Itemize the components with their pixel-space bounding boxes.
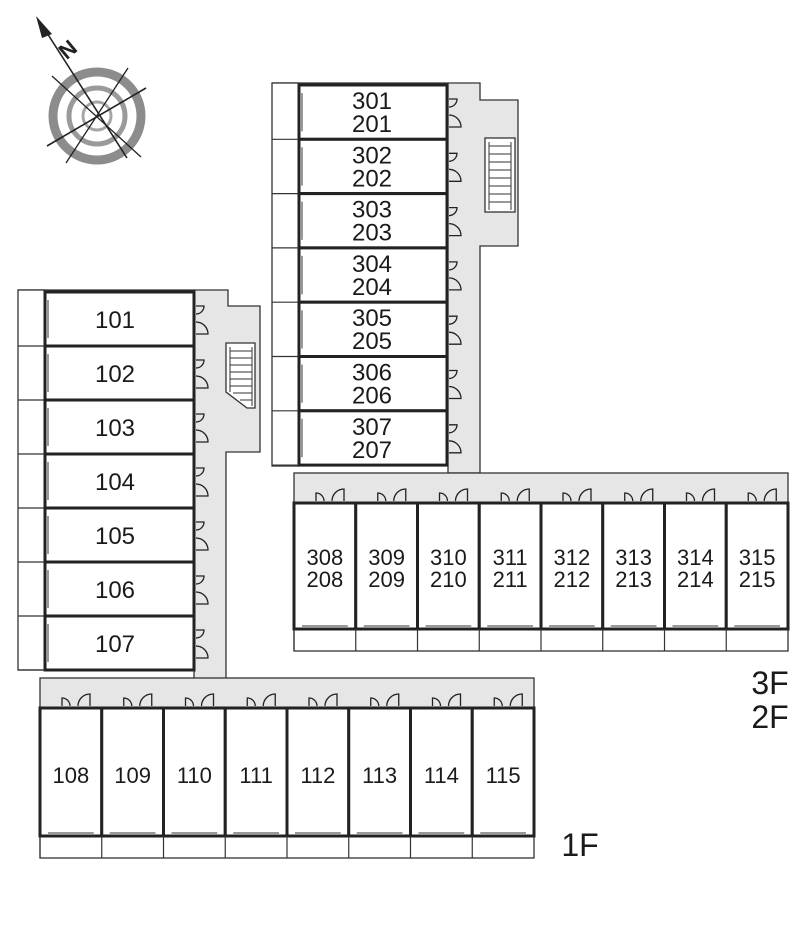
- unit-number-upper: 310: [430, 545, 467, 570]
- unit-number-upper: 312: [554, 545, 591, 570]
- unit-number: 101: [95, 307, 135, 334]
- unit-number-lower: 202: [352, 165, 392, 192]
- unit-cell: 106: [18, 560, 209, 618]
- east-wing-block: 3082083092093102103112113122123132133142…: [292, 472, 790, 652]
- unit-number-upper: 315: [739, 545, 776, 570]
- unit-number-lower: 203: [352, 220, 392, 247]
- unit-cell: 112: [285, 693, 351, 858]
- unit-cell: 108: [38, 693, 104, 858]
- unit-number-lower: 211: [493, 567, 528, 592]
- unit-number-upper: 311: [493, 545, 528, 570]
- unit-number-lower: 214: [677, 567, 714, 592]
- unit-number: 103: [95, 415, 135, 442]
- stairs-north: [484, 137, 516, 213]
- north-wing-block: 3012013022023032033042043052053062063072…: [271, 82, 519, 474]
- floor-label-1f: 1F: [561, 827, 598, 863]
- unit-cell: 107: [18, 614, 209, 672]
- unit-number-upper: 307: [352, 414, 392, 441]
- unit-number-lower: 212: [554, 567, 591, 592]
- unit-number-lower: 215: [739, 567, 776, 592]
- unit-number-upper: 308: [307, 545, 344, 570]
- unit-number: 115: [486, 763, 521, 788]
- unit-number-upper: 302: [352, 142, 392, 169]
- unit-number-lower: 210: [430, 567, 467, 592]
- unit-number: 112: [300, 763, 335, 788]
- west-wing-block: 101 102 103 104 105 106 107: [17, 289, 261, 681]
- south-wing-block: 108 109 110 111 112 113 114 115: [38, 677, 536, 859]
- unit-cell: 103: [18, 398, 209, 456]
- unit-number-lower: 213: [615, 567, 652, 592]
- unit-number-upper: 305: [352, 305, 392, 332]
- unit-number-upper: 314: [677, 545, 714, 570]
- unit-cell: 109: [100, 693, 165, 858]
- unit-number-upper: 309: [368, 545, 405, 570]
- unit-number-lower: 207: [352, 437, 392, 464]
- unit-number: 105: [95, 523, 135, 550]
- unit-number-upper: 301: [352, 88, 392, 115]
- unit-number: 106: [95, 577, 135, 604]
- unit-number: 114: [424, 763, 459, 788]
- unit-cell: 105: [18, 506, 209, 564]
- unit-number-upper: 306: [352, 360, 392, 387]
- unit-number-upper: 303: [352, 197, 392, 224]
- unit-cell: 115: [470, 693, 536, 858]
- unit-number: 108: [53, 763, 90, 788]
- unit-number-lower: 208: [307, 567, 344, 592]
- unit-number-upper: 313: [615, 545, 652, 570]
- unit-number: 104: [95, 469, 135, 496]
- north-label: N: [54, 35, 82, 64]
- unit-cell: 114: [409, 693, 474, 858]
- unit-cell: 111: [223, 693, 289, 858]
- unit-number-lower: 204: [352, 274, 392, 301]
- unit-cell: 113: [347, 693, 412, 858]
- unit-number-lower: 206: [352, 383, 392, 410]
- unit-number: 107: [95, 631, 135, 658]
- floor-label-2f: 2F: [751, 699, 788, 735]
- unit-number: 102: [95, 361, 135, 388]
- unit-cell: 101: [18, 290, 209, 348]
- unit-number: 110: [177, 763, 212, 788]
- floor-label-3f: 3F: [751, 665, 788, 701]
- unit-number-lower: 205: [352, 328, 392, 355]
- unit-cell: 110: [162, 693, 227, 858]
- unit-cell: 102: [18, 344, 209, 402]
- unit-number: 113: [362, 763, 397, 788]
- unit-number-lower: 209: [368, 567, 405, 592]
- unit-number: 111: [239, 763, 272, 788]
- unit-cell: 104: [18, 452, 209, 510]
- compass-rose-icon: N: [36, 16, 147, 165]
- unit-number: 109: [114, 763, 151, 788]
- stairs-west: [225, 342, 256, 409]
- unit-number-upper: 304: [352, 251, 392, 278]
- unit-number-lower: 201: [352, 111, 392, 138]
